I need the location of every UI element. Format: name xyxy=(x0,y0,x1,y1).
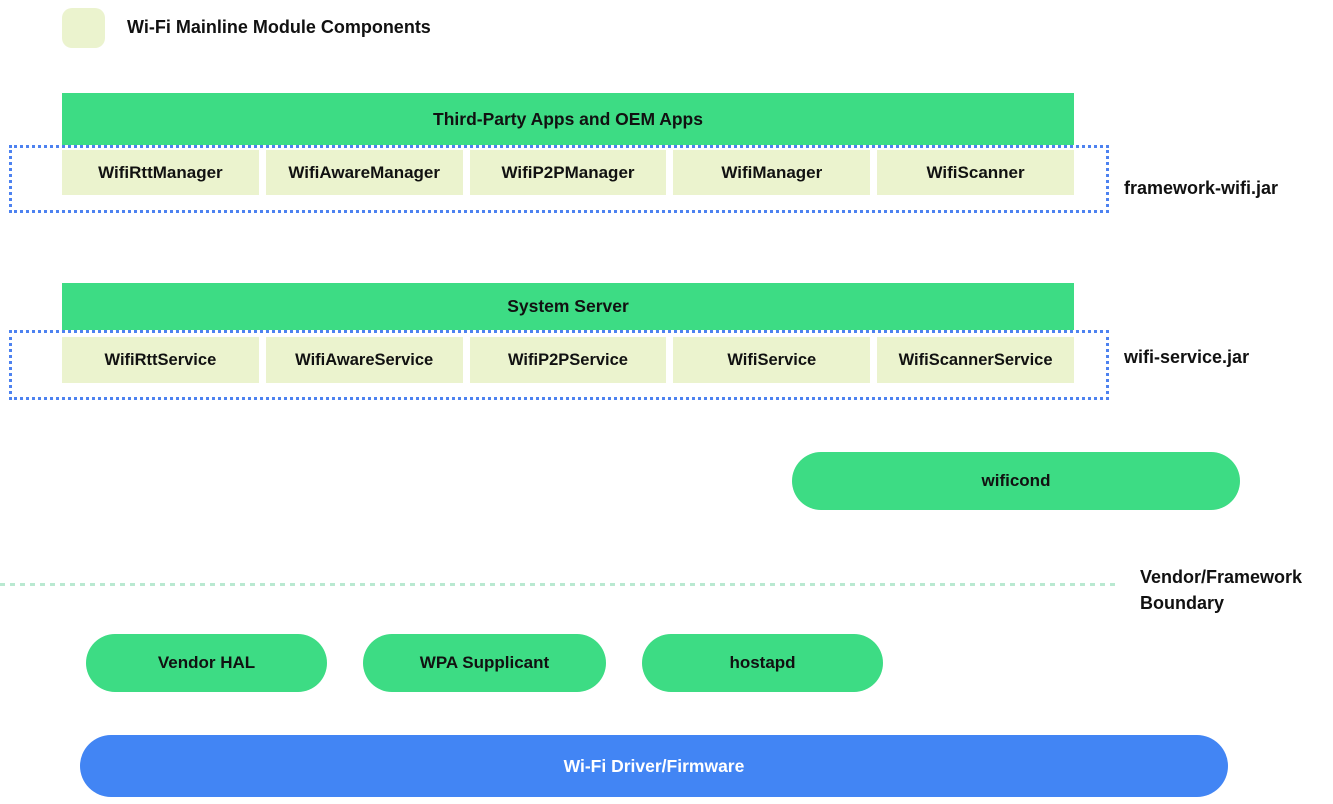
hostapd-pill: hostapd xyxy=(642,634,883,692)
wifi-driver-firmware-label: Wi-Fi Driver/Firmware xyxy=(563,755,745,776)
wifi-p2p-manager-box: WifiP2PManager xyxy=(469,150,667,195)
framework-manager-row: WifiRttManager WifiAwareManager WifiP2PM… xyxy=(62,150,1074,195)
vendor-framework-boundary-label: Vendor/Framework Boundary xyxy=(1140,564,1302,616)
wifi-p2p-service-box: WifiP2PService xyxy=(469,337,667,383)
third-party-apps-bar: Third-Party Apps and OEM Apps xyxy=(62,93,1074,145)
vendor-framework-boundary-line xyxy=(0,583,1116,586)
hostapd-label: hostapd xyxy=(729,653,796,672)
wifi-driver-firmware-bar: Wi-Fi Driver/Firmware xyxy=(80,735,1228,797)
wifi-manager-box: WifiManager xyxy=(673,150,871,195)
wifi-scanner-box: WifiScanner xyxy=(877,150,1074,195)
system-server-label: System Server xyxy=(507,296,629,316)
framework-wifi-jar-boundary xyxy=(9,145,1109,213)
system-server-bar: System Server xyxy=(62,283,1074,330)
wpa-supplicant-pill: WPA Supplicant xyxy=(363,634,606,692)
service-row: WifiRttService WifiAwareService WifiP2PS… xyxy=(62,337,1074,383)
wifi-service-box: WifiService xyxy=(673,337,871,383)
wifi-service-jar-boundary xyxy=(9,330,1109,400)
framework-wifi-jar-label: framework-wifi.jar xyxy=(1124,178,1279,198)
wpa-supplicant-label: WPA Supplicant xyxy=(419,653,550,672)
diagram-title: Wi-Fi Mainline Module Components xyxy=(127,17,431,37)
wifi-rtt-service-box: WifiRttService xyxy=(62,337,259,383)
vendor-hal-label: Vendor HAL xyxy=(157,653,256,672)
vendor-hal-pill: Vendor HAL xyxy=(86,634,327,692)
wifi-scanner-service-box: WifiScannerService xyxy=(877,337,1074,383)
wificond-label: wificond xyxy=(981,471,1051,490)
third-party-apps-label: Third-Party Apps and OEM Apps xyxy=(433,108,703,129)
wifi-rtt-manager-box: WifiRttManager xyxy=(62,150,259,195)
wifi-service-jar-label: wifi-service.jar xyxy=(1124,347,1250,367)
wifi-aware-service-box: WifiAwareService xyxy=(265,337,463,383)
mainline-module-legend-swatch xyxy=(62,8,105,48)
boundary-label-line2: Boundary xyxy=(1140,593,1225,613)
boundary-label-line1: Vendor/Framework xyxy=(1140,567,1303,587)
wifi-aware-manager-box: WifiAwareManager xyxy=(265,150,463,195)
wificond-pill: wificond xyxy=(792,452,1240,510)
